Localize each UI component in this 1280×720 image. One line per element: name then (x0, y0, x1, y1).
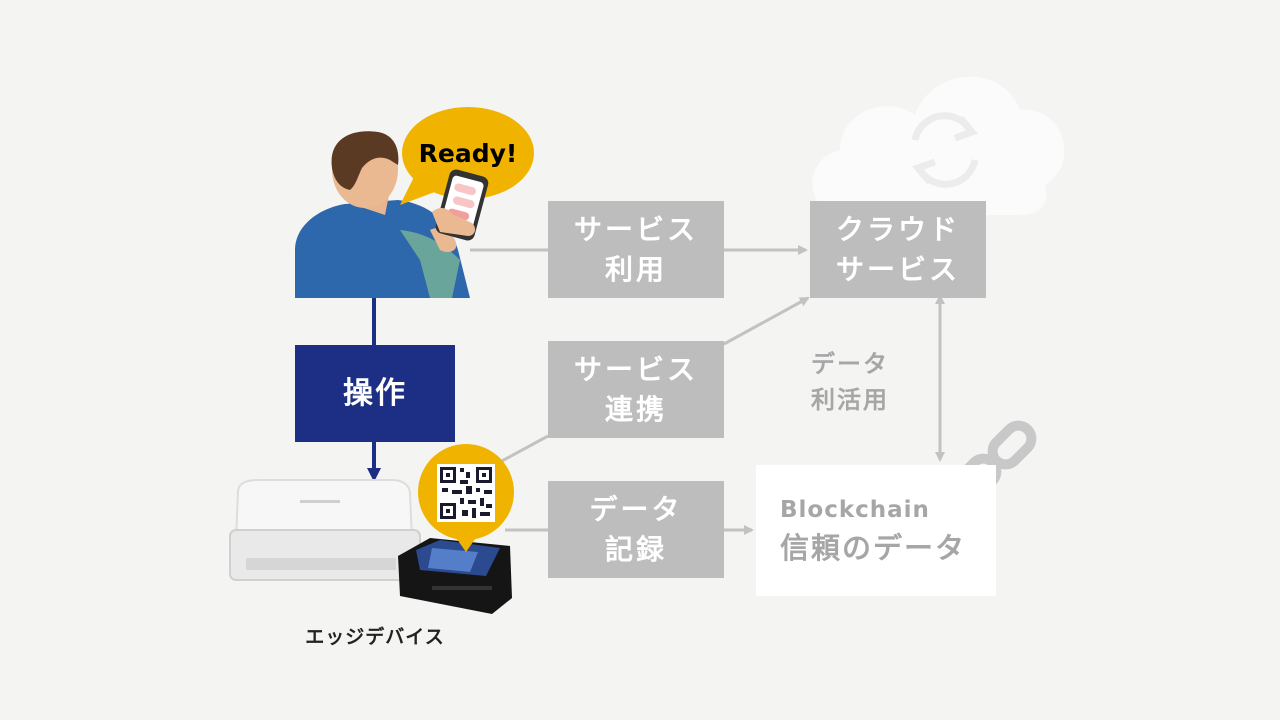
data-use-line-2: 利活用 (811, 386, 889, 414)
scanner-icon (229, 479, 421, 581)
data-use-label: データ 利活用 (790, 346, 910, 418)
blockchain-box: Blockchain 信頼のデータ (756, 465, 996, 596)
speech-bubble: Ready! (400, 107, 534, 205)
cloud-icon (812, 76, 1065, 215)
cloud-service-line-1: クラウド (835, 212, 960, 246)
service-use-line-2: 利用 (604, 252, 667, 286)
person-icon (295, 131, 470, 298)
cloud-service-box: クラウド サービス (810, 201, 986, 298)
sync-icon (911, 112, 979, 188)
cloud-service-line-2: サービス (835, 252, 960, 286)
arrow-service-link-to-cloud (723, 296, 810, 346)
data-record-line-1: データ (589, 492, 683, 526)
speech-bubble-text: Ready! (419, 139, 518, 168)
data-record-box: データ 記録 (548, 481, 724, 578)
hand-icon (432, 207, 476, 236)
service-use-box: サービス 利用 (548, 201, 724, 298)
edge-device-icon (398, 538, 512, 614)
qr-code-icon (437, 464, 495, 522)
blockchain-title: Blockchain (780, 496, 930, 523)
blockchain-subtitle: 信頼のデータ (780, 530, 967, 565)
service-link-box: サービス 連携 (548, 341, 724, 438)
operation-label: 操作 (343, 375, 407, 411)
data-record-line-2: 記録 (604, 532, 667, 566)
service-link-line-2: 連携 (604, 392, 667, 426)
edge-device-label: エッジデバイス (305, 626, 445, 648)
line-qr-to-service-link (499, 434, 549, 464)
data-use-line-1: データ (811, 350, 889, 378)
operation-box: 操作 (295, 345, 455, 442)
service-use-line-1: サービス (573, 212, 698, 246)
service-link-line-1: サービス (573, 352, 698, 386)
